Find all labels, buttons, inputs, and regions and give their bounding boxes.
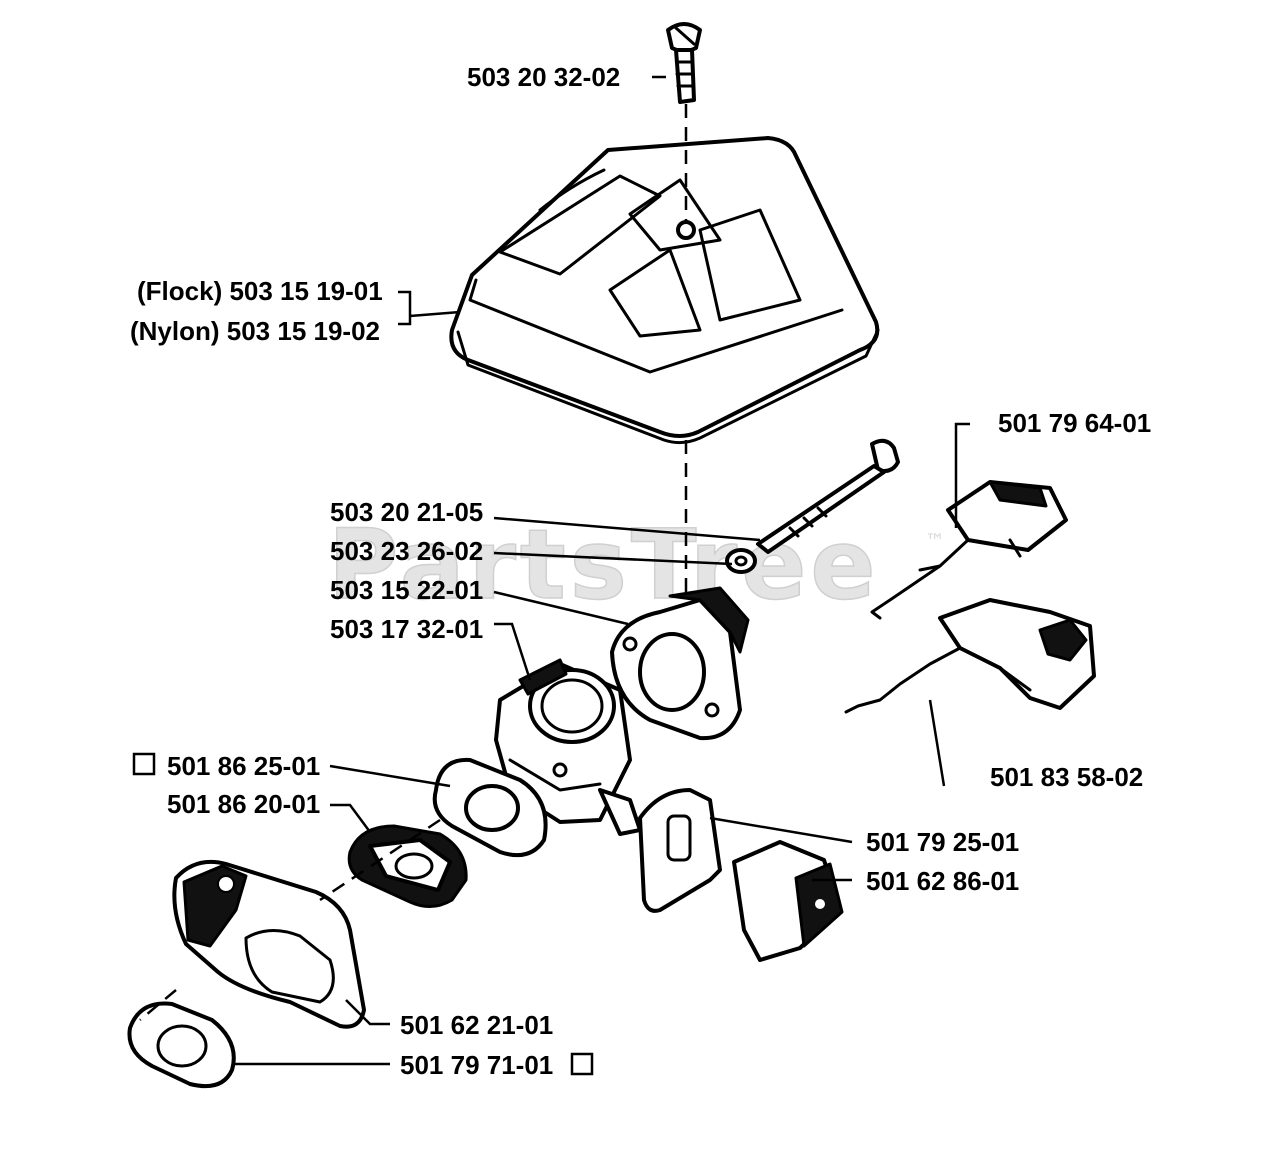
- gasket-a[interactable]: [432, 757, 548, 857]
- label-throttle-assy: 501 79 64-01: [998, 408, 1151, 438]
- label-housing: 501 62 21-01: [400, 1010, 553, 1040]
- label-carburetor: 503 17 32-01: [330, 614, 483, 644]
- top-screw[interactable]: [666, 22, 702, 104]
- watermark-trademark: ™: [925, 529, 945, 553]
- long-bolt[interactable]: [756, 438, 900, 554]
- label-screw-top: 503 20 32-02: [467, 62, 620, 92]
- label-gasket-b: 501 79 71-01: [400, 1050, 553, 1080]
- intake-adapter[interactable]: [610, 586, 750, 741]
- washer[interactable]: [725, 548, 757, 574]
- label-cover-flock: (Flock) 503 15 19-01: [137, 276, 383, 306]
- square-marker-icon: [570, 1052, 594, 1076]
- housing[interactable]: [172, 859, 366, 1029]
- spacer[interactable]: [347, 824, 468, 908]
- label-throttle-link: 501 83 58-02: [990, 762, 1143, 792]
- air-filter-cover[interactable]: [449, 136, 880, 445]
- label-bolt: 503 20 21-05: [330, 497, 483, 527]
- gasket-b[interactable]: [127, 1001, 236, 1089]
- label-spacer: 501 86 20-01: [167, 789, 320, 819]
- label-gasket-a: 501 86 25-01: [167, 751, 320, 781]
- label-adapter: 503 15 22-01: [330, 575, 483, 605]
- label-plate: 501 79 25-01: [866, 827, 1019, 857]
- part-labels: 503 20 32-02 (Flock) 503 15 19-01 (Nylon…: [130, 62, 1151, 1080]
- block[interactable]: [732, 840, 844, 962]
- assembly-axis-lines: [139, 104, 688, 1021]
- label-cover-nylon: (Nylon) 503 15 19-02: [130, 316, 380, 346]
- leader-lines: [232, 75, 970, 1066]
- plate[interactable]: [638, 788, 722, 913]
- square-marker-icon: [132, 752, 156, 776]
- throttle-assembly[interactable]: [870, 480, 1068, 620]
- label-washer: 503 23 26-02: [330, 536, 483, 566]
- throttle-link[interactable]: [844, 598, 1096, 714]
- label-block: 501 62 86-01: [866, 866, 1019, 896]
- carburetor[interactable]: [494, 658, 642, 836]
